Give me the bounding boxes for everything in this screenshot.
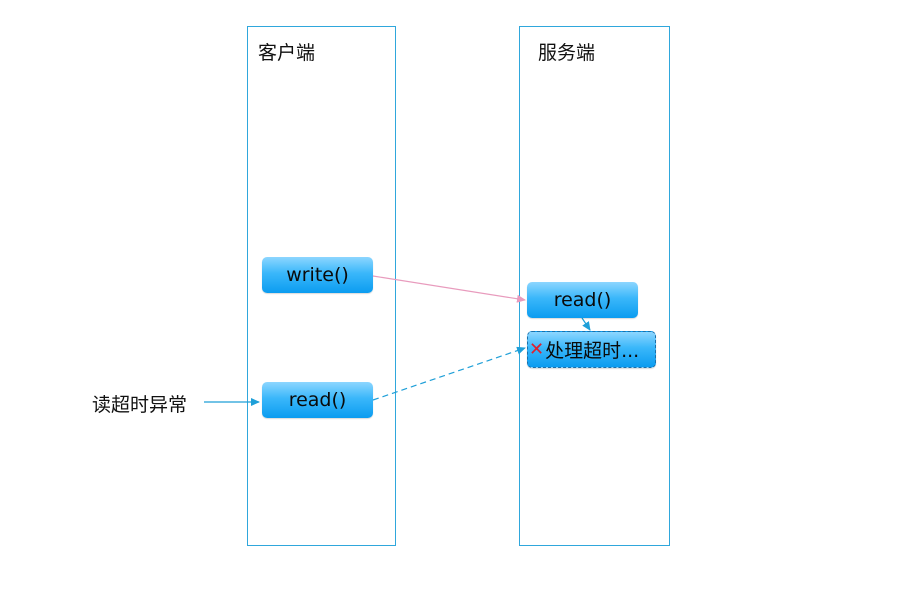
client-lane-title: 客户端 bbox=[258, 42, 316, 64]
client-write-node: write() bbox=[262, 257, 373, 293]
write-to-server-read-arrow bbox=[372, 275, 526, 303]
server-read-node: read() bbox=[527, 282, 638, 318]
client-read-dashed-arrow bbox=[372, 346, 526, 401]
error-x-icon: ✕ bbox=[529, 339, 545, 360]
server-process-node: ✕ 处理超时... bbox=[527, 331, 656, 368]
server-read-to-process-arrow bbox=[581, 317, 591, 331]
client-read-node: read() bbox=[262, 382, 373, 418]
server-process-label: 处理超时... bbox=[545, 340, 640, 362]
read-timeout-label: 读超时异常 bbox=[92, 394, 188, 416]
server-lane-title: 服务端 bbox=[538, 42, 596, 64]
